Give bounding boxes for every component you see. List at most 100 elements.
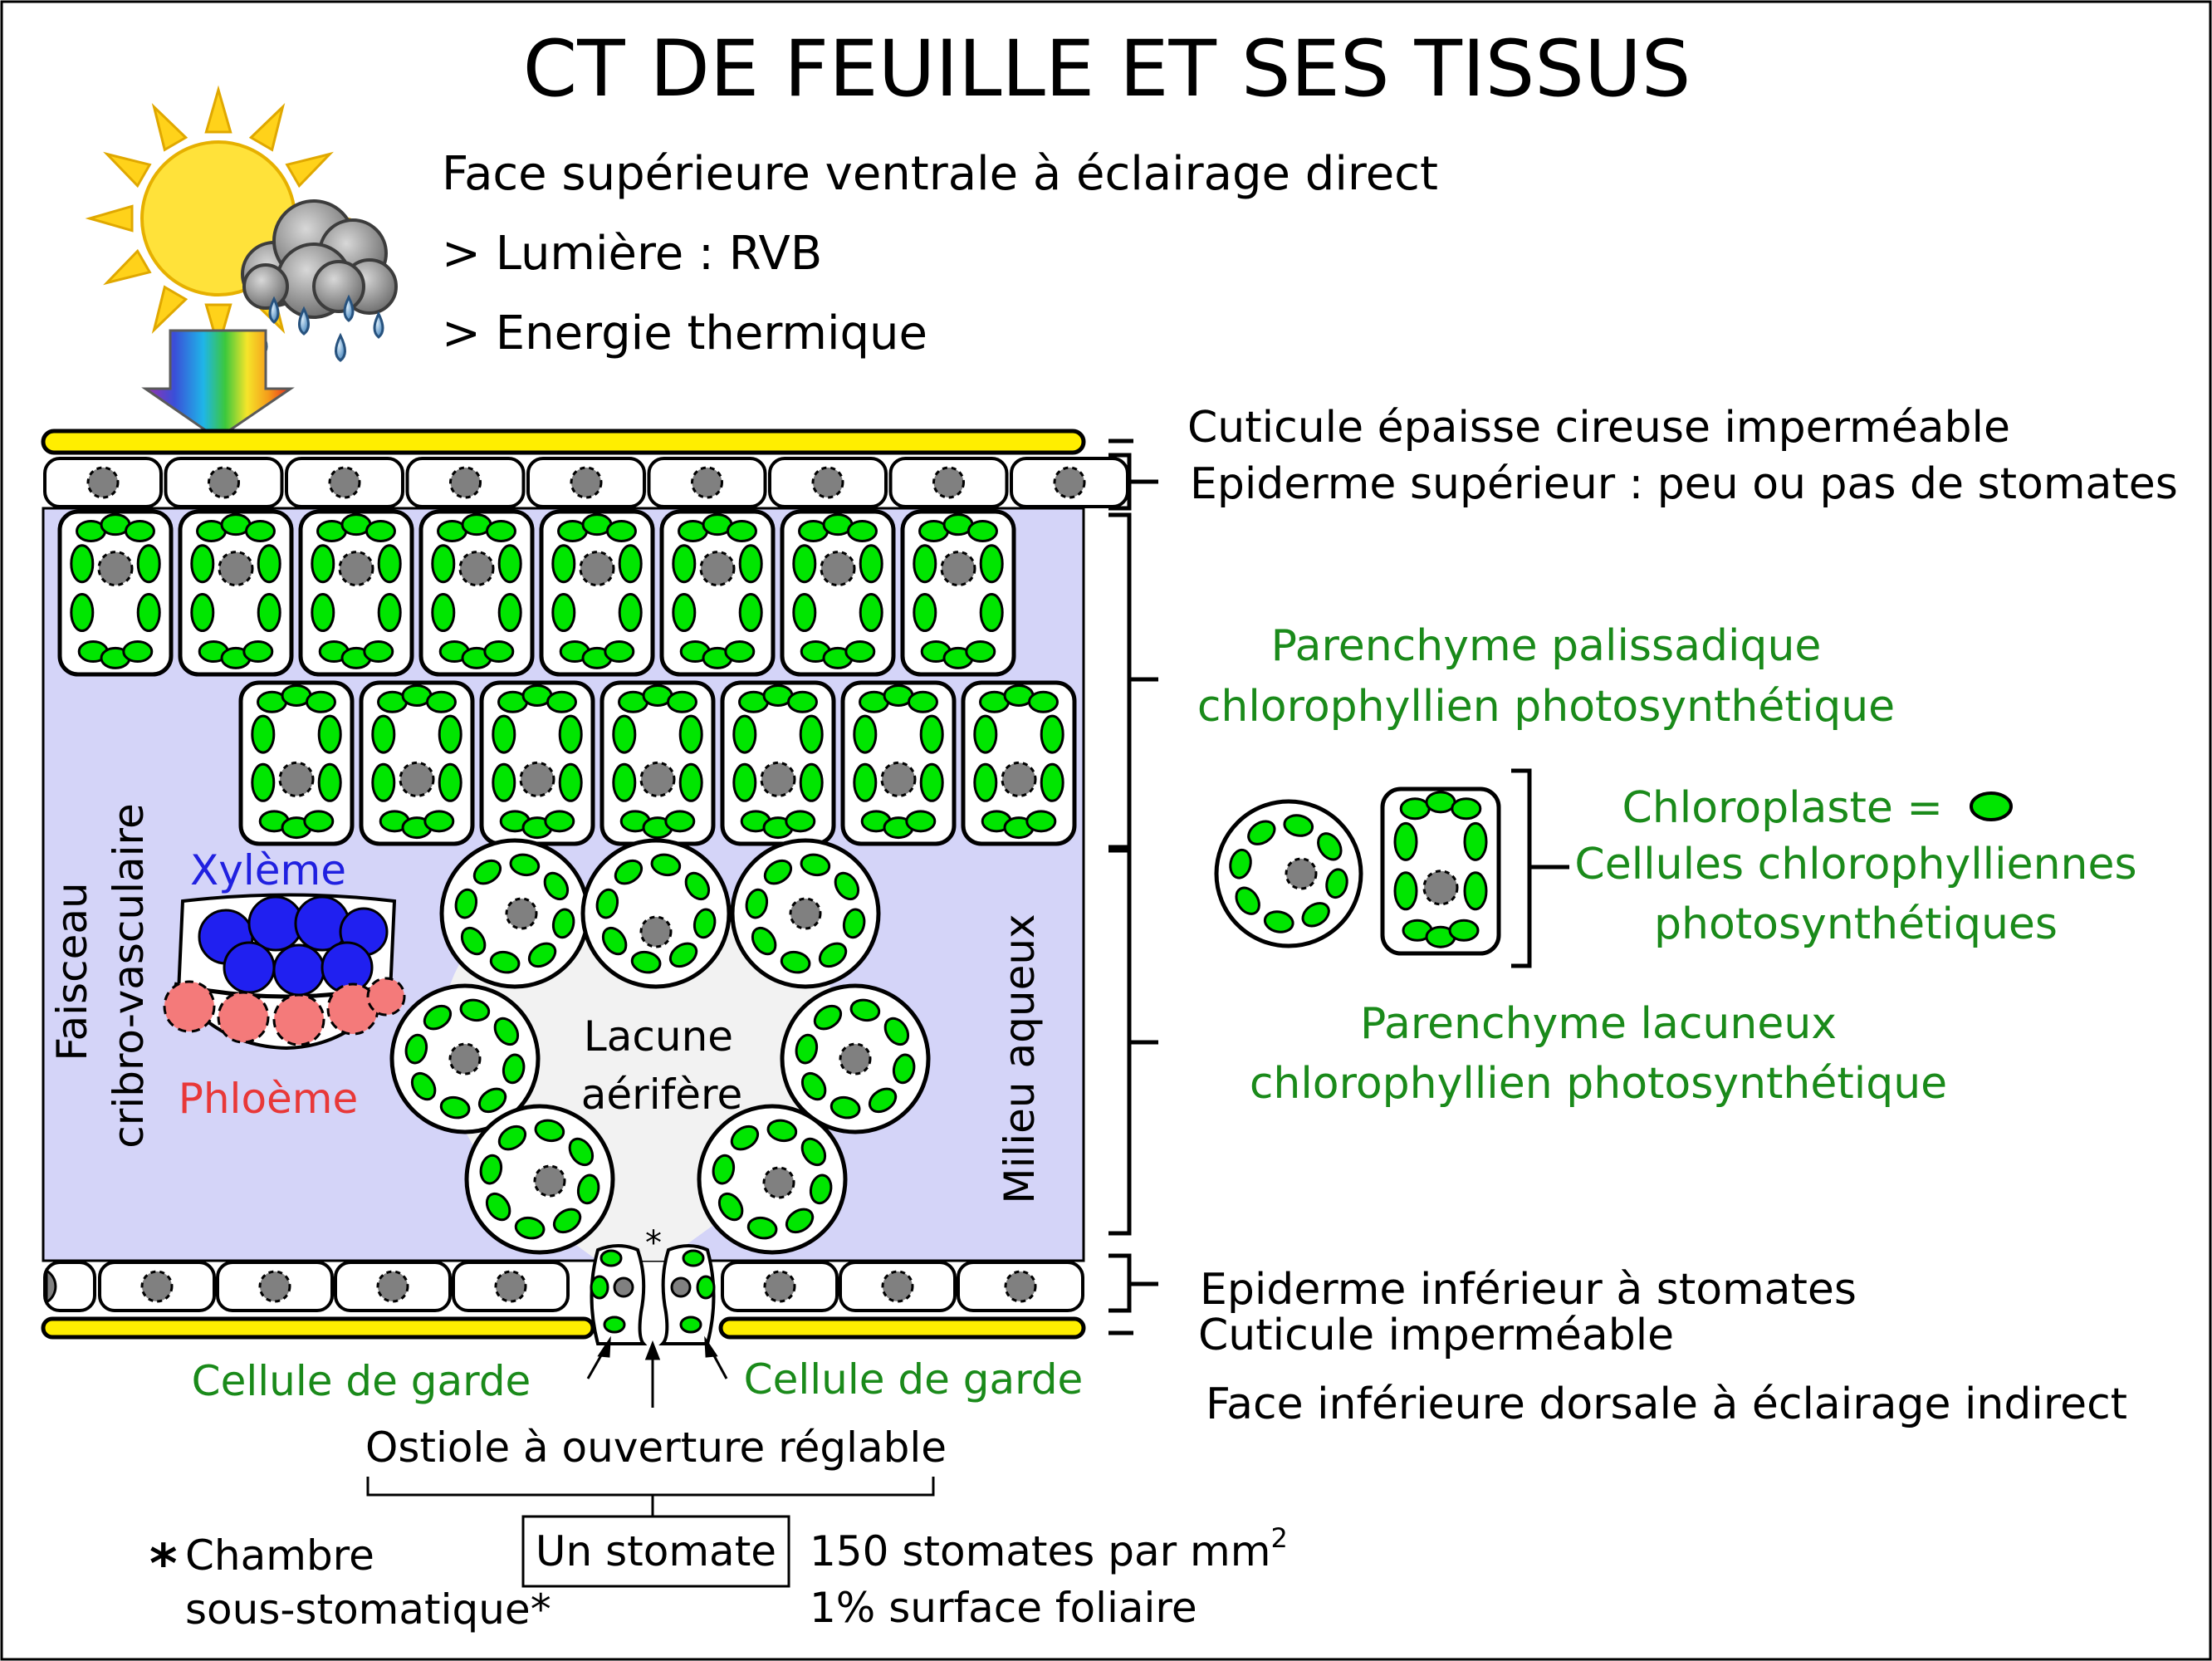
stoma: *: [590, 1224, 716, 1345]
cell-nucleus: [458, 551, 495, 587]
chloroplast: [913, 593, 937, 633]
chloroplast: [868, 1087, 898, 1114]
chloroplast: [883, 1017, 910, 1046]
cell-nucleus: [533, 1164, 566, 1198]
phloem-label: Phloème: [179, 1075, 359, 1123]
chloroplast: [551, 544, 576, 584]
sun-ray: [85, 204, 134, 233]
chloroplast: [666, 690, 697, 713]
chloroplast: [423, 1004, 453, 1031]
chloroplast: [730, 1124, 760, 1151]
ostiole-bracket: [366, 1477, 935, 1516]
chloroplast: [502, 1053, 526, 1085]
chloroplast: [1040, 762, 1064, 802]
chloroplast: [122, 640, 154, 664]
chloroplast: [612, 762, 637, 802]
sun-ray: [151, 103, 188, 152]
chloroplast: [483, 640, 515, 664]
lower-cuticle-label: Cuticule imperméable: [1198, 1311, 1674, 1360]
chloroplast: [979, 544, 1004, 584]
chloroplast: [551, 908, 575, 939]
chloroplast: [136, 593, 161, 633]
lower-cuticle-left: [41, 1316, 595, 1340]
chloroplast: [813, 1004, 843, 1031]
upper-epidermis-label: Epiderme supérieur : peu ou pas de stoma…: [1190, 459, 2178, 509]
chloroplast: [431, 593, 456, 633]
cell-nucleus: [762, 1166, 795, 1199]
chloroplast: [543, 871, 570, 901]
chloroplast: [795, 1033, 819, 1065]
sun-ray: [103, 151, 152, 189]
stomata-density-text: 150 stomates par mm: [810, 1527, 1270, 1575]
chloroplast: [846, 520, 878, 543]
chloroplast: [842, 908, 866, 939]
chloroplast: [489, 950, 521, 974]
chloroplast: [124, 520, 155, 543]
right-brackets: [1108, 439, 1569, 1335]
cell-nucleus: [579, 551, 615, 587]
leaf-surface-label: 1% surface foliaire: [810, 1584, 1197, 1632]
chloroplast: [377, 593, 402, 633]
chloroplast: [766, 1119, 798, 1143]
chloroplast: [492, 762, 516, 802]
chloroplast: [1463, 871, 1488, 911]
chloroplast: [439, 1095, 471, 1120]
cell-nucleus: [1285, 857, 1318, 890]
cell-nucleus: [1004, 1270, 1037, 1303]
bottom-face-label: Face inférieure dorsale à éclairage indi…: [1206, 1379, 2127, 1429]
chloroplast: [1235, 886, 1260, 915]
chloroplast: [724, 640, 756, 664]
chloroplast: [514, 1216, 546, 1240]
chloroplast: [717, 1192, 744, 1222]
chloroplast: [425, 690, 457, 713]
cell-nucleus: [839, 1042, 872, 1075]
cell-nucleus: [86, 466, 120, 499]
chloroplast: [459, 998, 491, 1022]
chloroplast: [664, 810, 696, 833]
chloroplast: [1393, 871, 1418, 911]
sun-ray: [103, 248, 152, 286]
chloroplast: [460, 926, 487, 956]
cell-nucleus: [376, 1270, 409, 1303]
palisade-label-2: chlorophyllien photosynthétique: [1197, 682, 1895, 732]
spongy-label-2: chlorophyllien photosynthétique: [1250, 1059, 1947, 1109]
cell-nucleus: [338, 551, 374, 587]
chloroplast: [967, 520, 998, 543]
chloroplast: [70, 544, 95, 584]
cell-nucleus: [699, 551, 736, 587]
chloroplast: [477, 1087, 507, 1114]
cell-nucleus: [760, 761, 796, 797]
stomata-density-label: 150 stomates par mm2: [810, 1522, 1288, 1575]
chamber-label-1: Chambre: [185, 1531, 374, 1580]
chloroplast: [1263, 910, 1294, 933]
stomate-label: Un stomate: [536, 1527, 776, 1575]
cell-nucleus: [691, 466, 723, 499]
chloroplast: [604, 640, 635, 664]
cell-nucleus: [789, 897, 822, 930]
chloroplast: [552, 1208, 582, 1234]
chloroplast: [919, 714, 944, 754]
chloroplast: [257, 544, 281, 584]
chloroplast: [618, 593, 643, 633]
chloroplast: [438, 762, 462, 802]
chloroplast: [568, 1137, 595, 1167]
epidermis-cell: [43, 1261, 96, 1312]
cell-nucleus: [881, 1270, 914, 1303]
chloroplast: [678, 762, 703, 802]
chloroplast: [454, 888, 478, 919]
stoma-chamber-star: *: [645, 1224, 662, 1262]
chloroplast: [853, 714, 878, 754]
cell-nucleus: [140, 1270, 174, 1303]
chloroplast: [410, 1071, 437, 1101]
chloroplast: [726, 520, 757, 543]
chloroplast: [1040, 714, 1064, 754]
chlorophyll-cells-legend: [1214, 786, 1501, 956]
chloroplast: [1247, 820, 1276, 845]
chloroplast: [678, 714, 703, 754]
palisade-parenchyma: [57, 509, 1077, 846]
stomata-density-sup: 2: [1270, 1522, 1287, 1554]
chloroplast: [907, 690, 938, 713]
cell-nucleus: [258, 1270, 291, 1303]
chloroplast: [1393, 821, 1418, 861]
